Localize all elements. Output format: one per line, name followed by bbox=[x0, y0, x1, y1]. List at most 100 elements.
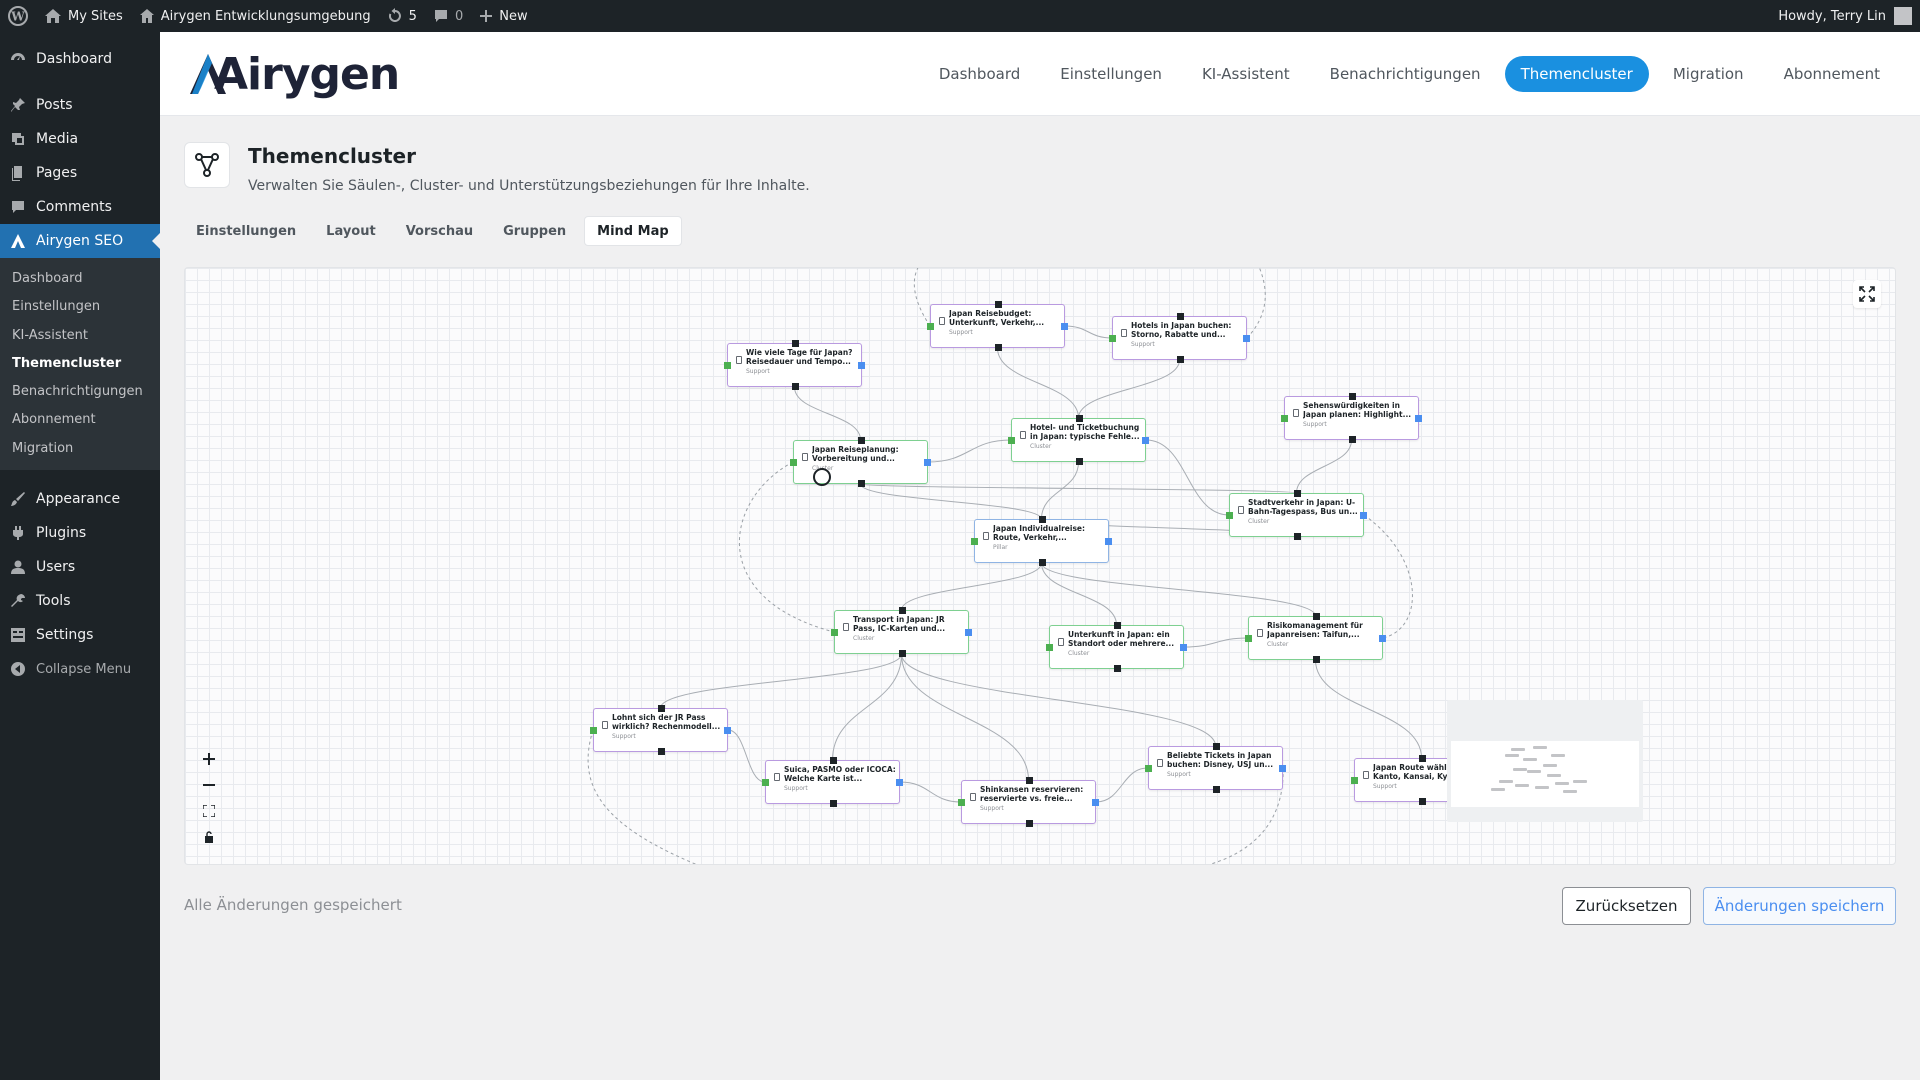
connection-handle-top[interactable] bbox=[1313, 613, 1320, 620]
connection-handle-right[interactable] bbox=[924, 459, 931, 466]
connection-handle-left[interactable] bbox=[1109, 335, 1116, 342]
connection-handle-right[interactable] bbox=[1061, 323, 1068, 330]
connection-handle-right[interactable] bbox=[724, 727, 731, 734]
mind-map-node[interactable]: Sehenswürdigkeiten in Japan planen: High… bbox=[1281, 393, 1422, 443]
connection-handle-top[interactable] bbox=[658, 705, 665, 712]
updates-link[interactable]: 5 bbox=[379, 0, 425, 32]
tab-gruppen[interactable]: Gruppen bbox=[503, 223, 567, 239]
mind-map-node[interactable]: Suica, PASMO oder ICOCA: Welche Karte is… bbox=[762, 757, 903, 807]
connection-handle-left[interactable] bbox=[1226, 512, 1233, 519]
connection-handle-bottom[interactable] bbox=[899, 650, 906, 657]
sidebar-item-appearance[interactable]: Appearance bbox=[0, 482, 160, 516]
connection-handle-right[interactable] bbox=[1092, 799, 1099, 806]
connection-handle-left[interactable] bbox=[762, 779, 769, 786]
connection-handle-top[interactable] bbox=[899, 607, 906, 614]
submenu-item-migration[interactable]: Migration bbox=[12, 440, 74, 456]
submenu-item-dashboard[interactable]: Dashboard bbox=[12, 271, 83, 286]
site-name-link[interactable]: Airygen Entwicklungsumgebung bbox=[131, 0, 379, 32]
connection-handle-bottom[interactable] bbox=[1177, 356, 1184, 363]
connection-handle-bottom[interactable] bbox=[1313, 656, 1320, 663]
tab-mind-map[interactable]: Mind Map bbox=[584, 216, 682, 246]
mind-map-node[interactable]: Lohnt sich der JR Pass wirklich? Rechenm… bbox=[590, 705, 731, 755]
howdy-user[interactable]: Howdy, Terry Lin bbox=[1778, 8, 1886, 24]
tab-vorschau[interactable]: Vorschau bbox=[405, 223, 474, 239]
connection-handle-left[interactable] bbox=[590, 727, 597, 734]
connection-handle-right[interactable] bbox=[1379, 635, 1386, 642]
connection-handle-top[interactable] bbox=[1177, 313, 1184, 320]
connection-handle-bottom[interactable] bbox=[1349, 436, 1356, 443]
my-sites-link[interactable]: My Sites bbox=[36, 0, 131, 32]
mind-map-node[interactable]: Stadtverkehr in Japan: U-Bahn-Tagespass,… bbox=[1226, 490, 1367, 540]
mind-map-canvas[interactable]: Japan Reisebudget: Unterkunft, Verkehr,.… bbox=[184, 267, 1896, 865]
connection-handle-bottom[interactable] bbox=[1213, 786, 1220, 793]
connection-handle-bottom[interactable] bbox=[658, 748, 665, 755]
connection-handle-left[interactable] bbox=[927, 323, 934, 330]
reset-button[interactable]: Zurücksetzen bbox=[1562, 887, 1691, 925]
connection-handle-left[interactable] bbox=[790, 459, 797, 466]
nav-ki-assistent[interactable]: KI-Assistent bbox=[1201, 65, 1290, 83]
sidebar-item-media[interactable]: Media bbox=[0, 122, 160, 156]
fit-view-button[interactable] bbox=[199, 800, 219, 822]
connection-handle-left[interactable] bbox=[1008, 437, 1015, 444]
connection-handle-left[interactable] bbox=[958, 799, 965, 806]
connection-handle-right[interactable] bbox=[1415, 415, 1422, 422]
connection-handle-left[interactable] bbox=[1145, 765, 1152, 772]
zoom-in-button[interactable] bbox=[199, 748, 219, 770]
sidebar-item-comments[interactable]: Comments bbox=[0, 190, 160, 224]
fullscreen-button[interactable] bbox=[1853, 280, 1881, 308]
connection-handle-top[interactable] bbox=[1419, 755, 1426, 762]
airygen-logo[interactable]: Airygen bbox=[188, 46, 400, 102]
connection-handle-left[interactable] bbox=[1245, 635, 1252, 642]
connection-handle-right[interactable] bbox=[1105, 538, 1112, 545]
nav-abonnement[interactable]: Abonnement bbox=[1783, 65, 1880, 83]
connection-handle-top[interactable] bbox=[1039, 516, 1046, 523]
connection-handle-right[interactable] bbox=[1360, 512, 1367, 519]
connection-handle-left[interactable] bbox=[1281, 415, 1288, 422]
connection-handle-right[interactable] bbox=[1142, 437, 1149, 444]
zoom-out-button[interactable] bbox=[199, 774, 219, 796]
submenu-item-themencluster[interactable]: Themencluster bbox=[12, 355, 122, 371]
connection-handle-top[interactable] bbox=[1349, 393, 1356, 400]
connection-handle-right[interactable] bbox=[1243, 335, 1250, 342]
collapse-menu-button[interactable]: Collapse Menu bbox=[0, 652, 160, 686]
connection-handle-top[interactable] bbox=[1114, 622, 1121, 629]
mind-map-node[interactable]: Shinkansen reservieren: reservierte vs. … bbox=[958, 777, 1099, 827]
connection-handle-top[interactable] bbox=[995, 301, 1002, 308]
connection-handle-top[interactable] bbox=[1076, 415, 1083, 422]
sidebar-item-dashboard[interactable]: Dashboard bbox=[0, 42, 160, 76]
connection-handle-top[interactable] bbox=[1213, 743, 1220, 750]
mind-map-node[interactable]: Beliebte Tickets in Japan buchen: Disney… bbox=[1145, 743, 1286, 793]
connection-handle-left[interactable] bbox=[971, 538, 978, 545]
submenu-item-benachrichtigungen[interactable]: Benachrichtigungen bbox=[12, 384, 143, 400]
nav-einstellungen[interactable]: Einstellungen bbox=[1060, 65, 1162, 83]
connection-handle-top[interactable] bbox=[830, 757, 837, 764]
new-content-link[interactable]: New bbox=[471, 0, 535, 32]
connection-handle-bottom[interactable] bbox=[1039, 559, 1046, 566]
connection-handle-top[interactable] bbox=[1026, 777, 1033, 784]
mind-map-node[interactable]: Japan Individualreise: Route, Verkehr,..… bbox=[971, 516, 1112, 566]
sidebar-item-users[interactable]: Users bbox=[0, 550, 160, 584]
sidebar-item-settings[interactable]: Settings bbox=[0, 618, 160, 652]
sidebar-item-posts[interactable]: Posts bbox=[0, 88, 160, 122]
connection-handle-top[interactable] bbox=[858, 437, 865, 444]
connection-handle-bottom[interactable] bbox=[1294, 533, 1301, 540]
nav-benachrichtigungen[interactable]: Benachrichtigungen bbox=[1329, 65, 1481, 83]
connection-handle-bottom[interactable] bbox=[1076, 458, 1083, 465]
mind-map-node[interactable]: Hotels in Japan buchen: Storno, Rabatte … bbox=[1109, 313, 1250, 363]
connection-handle-right[interactable] bbox=[858, 362, 865, 369]
avatar[interactable] bbox=[1894, 7, 1912, 25]
connection-handle-top[interactable] bbox=[1294, 490, 1301, 497]
nav-dashboard[interactable]: Dashboard bbox=[938, 65, 1021, 83]
connection-handle-right[interactable] bbox=[896, 779, 903, 786]
connection-handle-bottom[interactable] bbox=[792, 383, 799, 390]
tab-einstellungen[interactable]: Einstellungen bbox=[196, 223, 297, 239]
connection-handle-right[interactable] bbox=[1180, 644, 1187, 651]
connection-handle-bottom[interactable] bbox=[1114, 665, 1121, 672]
save-changes-button[interactable]: Änderungen speichern bbox=[1703, 887, 1896, 925]
connection-handle-bottom[interactable] bbox=[995, 344, 1002, 351]
connection-handle-top[interactable] bbox=[792, 340, 799, 347]
mind-map-node[interactable]: Hotel- und Ticketbuchung in Japan: typis… bbox=[1008, 415, 1149, 465]
sidebar-item-plugins[interactable]: Plugins bbox=[0, 516, 160, 550]
submenu-item-einstellungen[interactable]: Einstellungen bbox=[12, 299, 101, 315]
lock-button[interactable] bbox=[199, 826, 219, 848]
